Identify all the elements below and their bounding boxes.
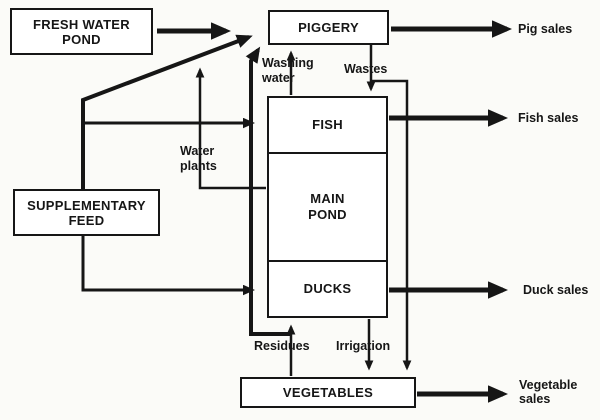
fish-label: FISH	[312, 117, 343, 132]
fresh-water-pond-label-line2: POND	[62, 31, 101, 47]
pond-ducks-section: DUCKS	[269, 262, 386, 316]
fresh-water-pond-label-line1: FRESH WATER	[33, 16, 130, 32]
main-pond-label-line1: MAIN	[310, 191, 345, 206]
washing-water-label: Washing water	[262, 56, 314, 85]
arrow-water-plants-pond-to-piggery-feed	[195, 67, 266, 190]
arrow-feed-to-ducks	[81, 235, 255, 296]
vegetables-box: VEGETABLES	[240, 377, 416, 408]
pig-sales-label: Pig sales	[518, 22, 573, 36]
pond-main-section: MAIN POND	[269, 152, 386, 262]
main-pond-label-line2: POND	[308, 207, 347, 222]
supplementary-feed-label-line1: SUPPLEMENTARY	[27, 197, 146, 213]
ducks-label: DUCKS	[303, 281, 352, 296]
supplementary-feed-box: SUPPLEMENTARY FEED	[13, 189, 160, 236]
duck-sales-label: Duck sales	[523, 283, 589, 297]
fish-sales-label: Fish sales	[518, 111, 579, 125]
residues-label: Residues	[254, 339, 310, 353]
fresh-water-pond-box: FRESH WATER POND	[10, 8, 153, 55]
piggery-label: PIGGERY	[298, 20, 359, 35]
piggery-box: PIGGERY	[268, 10, 389, 45]
vegetables-label: VEGETABLES	[282, 385, 374, 400]
arrow-feed-to-piggery	[81, 34, 253, 190]
supplementary-feed-label-line2: FEED	[68, 212, 105, 228]
arrow-residues-to-piggery	[245, 46, 291, 336]
main-pond-box: FISH MAIN POND DUCKS	[267, 96, 388, 318]
pond-fish-section: FISH	[269, 98, 386, 152]
arrow-wastes-to-vegetables	[371, 79, 412, 371]
wastes-label: Wastes	[344, 62, 388, 76]
water-plants-label: Water plants	[180, 144, 217, 173]
irrigation-label: Irrigation	[336, 339, 391, 353]
vegetable-sales-label: Vegetable sales	[519, 378, 578, 406]
